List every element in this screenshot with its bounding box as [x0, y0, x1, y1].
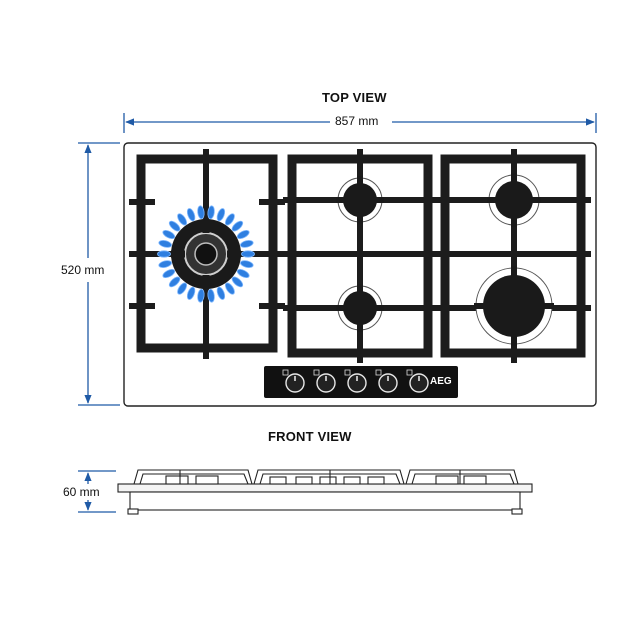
flame-petal — [224, 213, 235, 226]
flame-petal — [186, 286, 196, 300]
flame-ring — [157, 205, 255, 303]
flame-petal — [177, 282, 188, 295]
burner-middle-bottom — [336, 284, 384, 332]
control-panel — [264, 366, 458, 398]
burner-position-icon — [313, 369, 320, 376]
height-dimension — [78, 142, 120, 406]
control-knob[interactable] — [375, 369, 398, 393]
burner-position-icon — [282, 369, 289, 376]
control-knob[interactable] — [406, 369, 429, 393]
hob-front-view — [117, 469, 533, 515]
flame-petal — [177, 213, 188, 226]
width-dimension — [123, 113, 597, 133]
flame-petal — [157, 250, 171, 258]
width-dimension-label: 857 mm — [332, 114, 382, 128]
flame-petal — [168, 276, 181, 288]
flame-petal — [197, 205, 205, 220]
flame-petal — [158, 240, 172, 248]
flame-petal — [240, 240, 254, 248]
burner-right-bottom — [474, 266, 554, 346]
wok-burner — [171, 219, 241, 289]
flame-petal — [236, 268, 250, 279]
front-height-dimension — [78, 470, 116, 513]
flame-petal — [207, 288, 215, 303]
flame-petal — [186, 208, 196, 222]
flame-petal — [231, 276, 244, 288]
flame-petal — [216, 208, 226, 222]
control-knob[interactable] — [282, 369, 305, 393]
burner-position-icon — [406, 369, 413, 376]
flame-petal — [240, 260, 254, 268]
flame-petal — [207, 205, 215, 220]
flame-petal — [216, 286, 226, 300]
top-view-title: TOP VIEW — [322, 90, 387, 105]
flame-petal — [197, 288, 205, 303]
burner-position-icon — [375, 369, 382, 376]
flame-petal — [162, 268, 176, 279]
control-knob[interactable] — [313, 369, 336, 393]
flame-petal — [158, 260, 172, 268]
burner-middle-top — [336, 176, 384, 224]
brand-logo: AEG — [430, 376, 452, 387]
flame-petal — [224, 282, 235, 295]
front-view-title: FRONT VIEW — [268, 429, 352, 444]
flame-petal — [168, 220, 181, 232]
flame-petal — [162, 229, 176, 240]
hob-top-view — [123, 142, 597, 407]
front-height-dimension-label: 60 mm — [60, 485, 103, 499]
flame-petal — [241, 250, 255, 258]
control-knob[interactable] — [344, 369, 367, 393]
burner-position-icon — [344, 369, 351, 376]
flame-petal — [231, 220, 244, 232]
burner-right-top — [487, 173, 541, 227]
height-dimension-label: 520 mm — [58, 263, 108, 277]
flame-petal — [236, 229, 250, 240]
